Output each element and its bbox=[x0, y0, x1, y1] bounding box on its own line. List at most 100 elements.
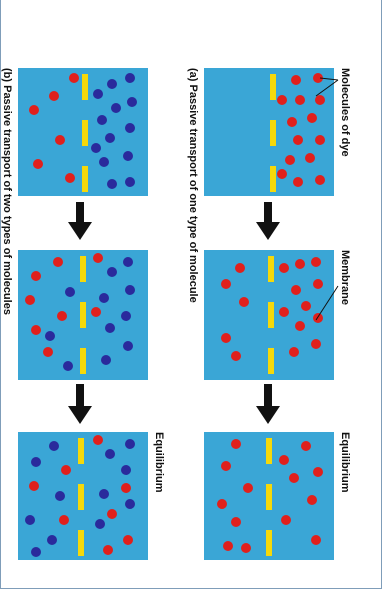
red-molecule bbox=[231, 351, 241, 361]
caption-a: (a) Passive transport of one type of mol… bbox=[187, 68, 199, 303]
red-molecule bbox=[123, 535, 133, 545]
red-molecule bbox=[241, 543, 251, 553]
blue-molecule bbox=[31, 547, 41, 557]
red-molecule bbox=[313, 73, 323, 83]
red-molecule bbox=[279, 263, 289, 273]
red-molecule bbox=[57, 311, 67, 321]
red-molecule bbox=[307, 495, 317, 505]
blue-molecule bbox=[95, 519, 105, 529]
red-molecule bbox=[121, 483, 131, 493]
blue-molecule bbox=[105, 133, 115, 143]
blue-molecule bbox=[107, 79, 117, 89]
red-molecules-a-equilibrium bbox=[217, 439, 323, 553]
membrane-a-middle bbox=[268, 256, 274, 374]
red-molecule bbox=[313, 467, 323, 477]
red-molecule bbox=[311, 535, 321, 545]
red-molecule bbox=[221, 461, 231, 471]
row-b: Equilibrium (b) Passive transport of two… bbox=[1, 68, 165, 560]
red-molecule bbox=[279, 307, 289, 317]
red-molecule bbox=[285, 155, 295, 165]
blue-molecule bbox=[125, 439, 135, 449]
blue-molecule bbox=[47, 535, 57, 545]
red-molecule bbox=[295, 321, 305, 331]
label-membrane: Membrane bbox=[339, 250, 351, 305]
blue-molecule bbox=[49, 441, 59, 451]
leader-line-dye-2 bbox=[319, 77, 339, 81]
membrane-b-start bbox=[82, 74, 88, 192]
blue-molecule bbox=[123, 257, 133, 267]
leader-line-membrane bbox=[315, 285, 339, 321]
red-molecule bbox=[307, 113, 317, 123]
blue-molecule bbox=[93, 89, 103, 99]
red-molecule bbox=[315, 135, 325, 145]
red-molecule bbox=[293, 135, 303, 145]
red-molecule bbox=[55, 135, 65, 145]
red-molecule bbox=[33, 159, 43, 169]
red-molecule bbox=[313, 313, 323, 323]
red-molecule bbox=[277, 169, 287, 179]
red-molecule bbox=[315, 175, 325, 185]
blue-molecule bbox=[63, 361, 73, 371]
red-molecule bbox=[301, 301, 311, 311]
blue-molecule bbox=[125, 123, 135, 133]
blue-molecule bbox=[105, 449, 115, 459]
arrow-a-2 bbox=[256, 384, 280, 424]
red-molecule bbox=[301, 441, 311, 451]
blue-molecule bbox=[125, 177, 135, 187]
red-molecule bbox=[295, 259, 305, 269]
red-molecule bbox=[291, 285, 301, 295]
red-molecule bbox=[29, 481, 39, 491]
red-molecule bbox=[311, 257, 321, 267]
membrane-b-equilibrium bbox=[78, 438, 84, 556]
red-molecule bbox=[25, 295, 35, 305]
membrane-a-start bbox=[270, 74, 276, 192]
blue-molecule bbox=[97, 115, 107, 125]
red-molecule bbox=[311, 339, 321, 349]
blue-molecule bbox=[105, 323, 115, 333]
blue-molecule bbox=[99, 489, 109, 499]
blue-molecule bbox=[125, 73, 135, 83]
blue-molecule bbox=[91, 143, 101, 153]
red-molecule bbox=[31, 271, 41, 281]
red-molecule bbox=[287, 117, 297, 127]
label-equilibrium-a: Equilibrium bbox=[339, 432, 351, 493]
red-molecule bbox=[69, 73, 79, 83]
blue-molecule bbox=[31, 457, 41, 467]
label-equilibrium-b: Equilibrium bbox=[153, 432, 165, 493]
red-molecule bbox=[31, 325, 41, 335]
blue-molecules-b-equilibrium bbox=[25, 439, 135, 557]
red-molecule bbox=[91, 307, 101, 317]
blue-molecule bbox=[125, 285, 135, 295]
red-molecule bbox=[277, 95, 287, 105]
red-molecule bbox=[315, 95, 325, 105]
membrane-a-equilibrium bbox=[266, 438, 272, 556]
blue-molecule bbox=[107, 179, 117, 189]
caption-b: (b) Passive transport of two types of mo… bbox=[1, 68, 13, 315]
red-molecule bbox=[103, 545, 113, 555]
red-molecule bbox=[289, 347, 299, 357]
membrane-b-middle bbox=[80, 256, 86, 374]
blue-molecule bbox=[45, 331, 55, 341]
red-molecule bbox=[221, 279, 231, 289]
red-molecule bbox=[59, 515, 69, 525]
red-molecule bbox=[231, 439, 241, 449]
red-molecule bbox=[243, 483, 253, 493]
red-molecule bbox=[49, 91, 59, 101]
panel-a-start bbox=[204, 68, 334, 196]
red-molecule bbox=[61, 465, 71, 475]
red-molecule bbox=[231, 517, 241, 527]
red-molecule bbox=[53, 257, 63, 267]
red-molecule bbox=[293, 177, 303, 187]
label-molecules-of-dye: Molecules of dye bbox=[339, 68, 351, 157]
blue-molecule bbox=[121, 311, 131, 321]
blue-molecule bbox=[99, 157, 109, 167]
red-molecule bbox=[221, 333, 231, 343]
row-a: Molecules of dye Membrane Equilibrium (a… bbox=[187, 68, 351, 560]
red-molecule bbox=[43, 347, 53, 357]
blue-molecule bbox=[127, 97, 137, 107]
blue-molecule bbox=[123, 341, 133, 351]
red-molecule bbox=[93, 435, 103, 445]
blue-molecule bbox=[65, 287, 75, 297]
red-molecule bbox=[305, 153, 315, 163]
